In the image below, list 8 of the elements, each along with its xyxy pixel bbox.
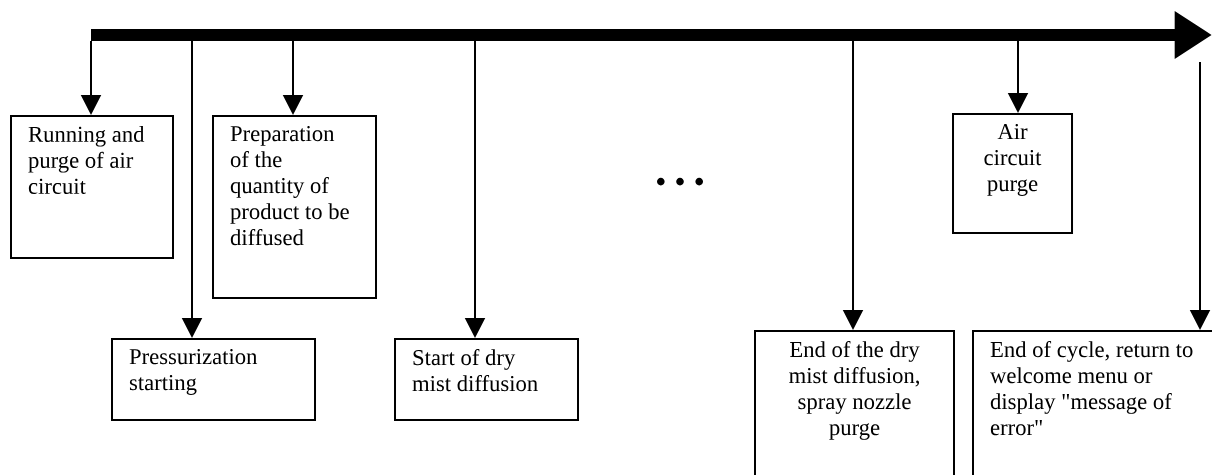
process-box: End of cycle, return to welcome menu or display "message of error" — [972, 330, 1212, 475]
process-box: Start of dry mist diffusion — [394, 338, 579, 421]
ellipsis: • • • — [657, 177, 703, 186]
process-box: End of the dry mist diffusion, spray nozzle purge — [754, 330, 955, 475]
process-box: Running and purge of air circuit — [10, 115, 174, 259]
process-box: Preparation of the quantity of product to be diffused — [212, 115, 377, 299]
process-box: Pressurization starting — [111, 338, 316, 421]
process-box: Air circuit purge — [952, 113, 1073, 234]
